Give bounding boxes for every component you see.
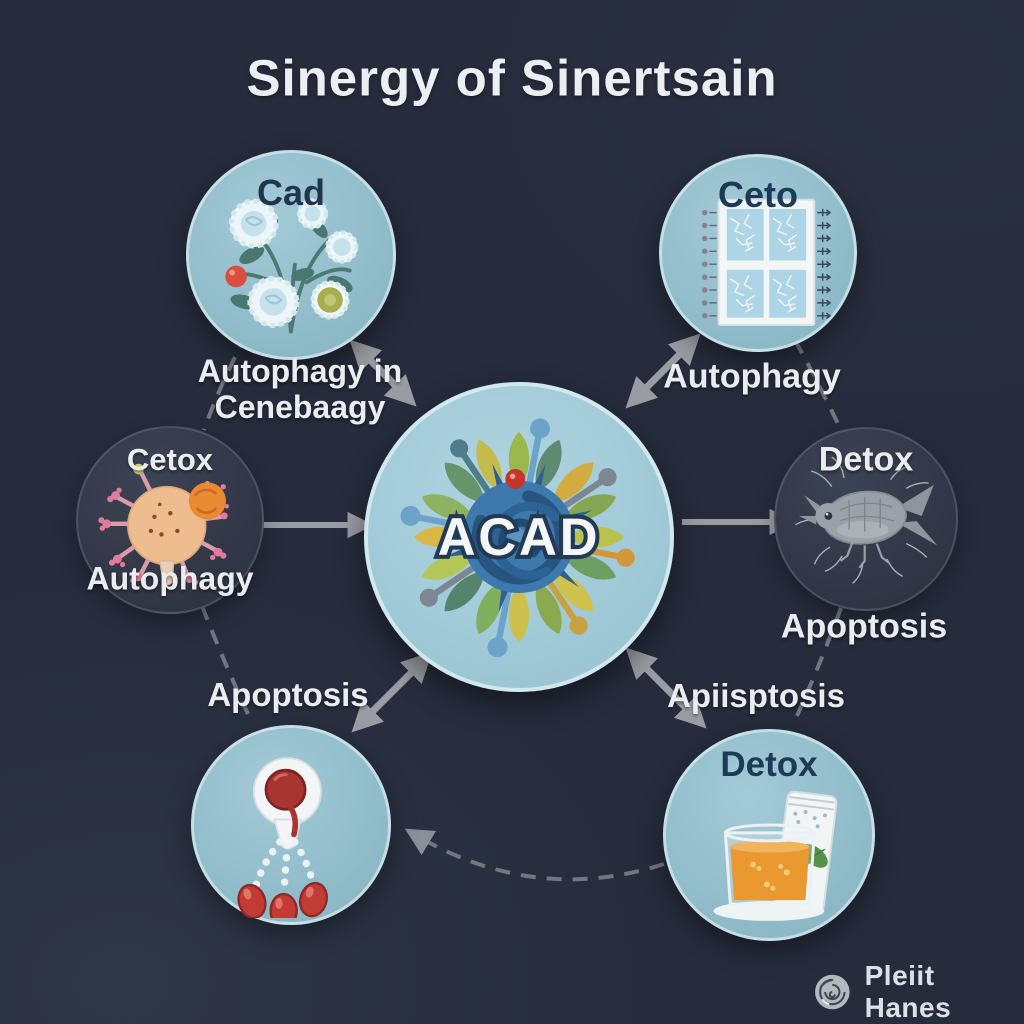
dashed-arc-right-lower [795, 607, 843, 717]
node-bottom-left [191, 725, 391, 925]
node-bottom-right: Detox [663, 729, 875, 941]
node-right-caption: Apoptosis [780, 607, 948, 646]
node-left-caption: Autophagy [86, 560, 254, 597]
dashed-arc-left-lower [200, 605, 250, 715]
arrow-topright-center [625, 333, 701, 409]
arrow-topleft-center [349, 339, 417, 407]
brand-name: Pleiit Hanes [864, 960, 952, 1023]
cell-with-receptors-icon [98, 463, 229, 586]
dashed-arc-right-upper [793, 339, 841, 427]
node-bottom-left-caption: Apoptosis [207, 676, 369, 713]
edge-label-topright: Autophagy [663, 357, 841, 396]
daphnia-crustacean-icon [794, 456, 937, 584]
arrow-center-bottomleft [351, 651, 433, 733]
leaf-wreath-globe-icon: ACAD [400, 418, 635, 658]
detox-drink-glass-sachet-icon [713, 790, 838, 922]
berry-droplet-strands-icon [237, 757, 328, 919]
page-title: Sinergy of Sinertsain [246, 49, 778, 107]
node-top-right: Ceto [659, 154, 857, 352]
edge-label-topleft-line1: Autophagy in [197, 353, 403, 390]
edge-label-topleft: Autophagy in Cenebaagy [197, 353, 403, 426]
node-top-right-label: Ceto [718, 174, 798, 215]
center-label: ACAD [438, 508, 601, 567]
rose-swirl-icon [815, 974, 850, 1010]
arrow-center-bottomright [625, 647, 707, 729]
brand-footer: Pleiit Hanes [812, 960, 1024, 1024]
node-bottom-right-label: Detox [720, 745, 818, 784]
center-node: ACAD [364, 382, 674, 692]
node-top-left: Cad [186, 150, 396, 360]
dashed-arc-bottom [404, 828, 665, 882]
edge-label-topleft-line2: Cenebaagy [214, 389, 386, 425]
node-right-title: Detox [818, 440, 914, 479]
flowering-plant-icon [225, 198, 359, 334]
node-left-title: Cetox [126, 442, 214, 477]
node-bottom-right-caption: Apiisptosis [667, 677, 845, 714]
node-top-left-label: Cad [256, 172, 325, 213]
node-right: Detox [774, 427, 958, 611]
window-panel-chart-icon [701, 198, 832, 326]
node-left: Cetox Autophagy [76, 426, 264, 614]
